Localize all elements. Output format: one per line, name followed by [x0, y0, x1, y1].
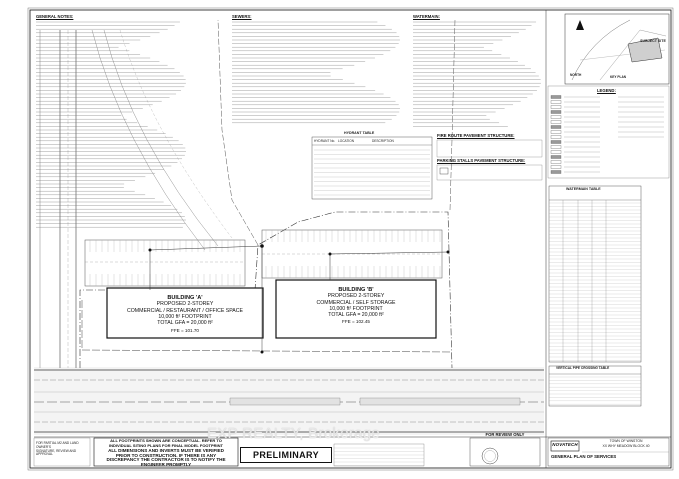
legend-symbol: [550, 135, 562, 139]
sewers-heading: SEWERS:: [232, 14, 252, 19]
legend-symbol: [550, 120, 562, 124]
exp-realty-watermark: EXP REALTY, Brokerage: [207, 425, 381, 442]
title-block-project: XX WHY MEADOW BLOCK 40: [602, 444, 650, 448]
legend-symbol: [550, 100, 562, 104]
disclaimer-line-5: DISCREPANCY THE CONTRACTOR IS TO NOTIFY …: [106, 457, 226, 462]
revision-rows: [334, 447, 424, 466]
legend-symbol: [550, 110, 562, 114]
signature-note: FOR PARTIAL M2 AND LAND OWNER'S SIGNATUR…: [36, 441, 90, 457]
legend-symbol: [550, 115, 562, 119]
subject-site-label: SUBJECT SITE: [640, 39, 666, 43]
legend-heading: LEGEND:: [597, 88, 616, 93]
novatech-logo: NOVATECH: [552, 442, 578, 447]
legend-symbol: [550, 130, 562, 134]
legend-rows: [550, 95, 664, 174]
building-b: BUILDING 'B' PROPOSED 2-STOREY COMMERCIA…: [276, 287, 436, 318]
signature-note-line-1: FOR PARTIAL M2 AND LAND OWNER'S: [36, 441, 79, 449]
building-b-line-2: COMMERCIAL / SELF STORAGE: [316, 299, 396, 306]
watermain-table-title: WATERMAIN TABLE: [566, 187, 601, 191]
building-a-line-1: PROPOSED 2-STOREY: [156, 301, 214, 308]
hydrant-col-number: HYDRANT No.: [314, 139, 336, 143]
legend-symbol: [550, 140, 562, 144]
pipe-crossing-table-title: VERTICAL PIPE CROSSING TABLE: [556, 366, 610, 370]
disclaimer-line-4: PRIOR TO CONSTRUCTION. IF THERE IS ANY: [115, 452, 217, 458]
watermain-table-rows: [549, 202, 641, 361]
building-a-name: BUILDING 'A': [167, 295, 203, 301]
key-plan-label: KEY PLAN: [610, 75, 627, 79]
disclaimer-line-6: ENGINEER PROMPTLY: [140, 461, 192, 467]
building-a-line-4: TOTAL GFA = 20,000 ft²: [157, 320, 213, 327]
building-b-ffe: FFE = 102.45: [342, 319, 370, 324]
drawing-title: GENERAL PLAN OF SERVICES: [551, 454, 617, 459]
parking-stalls-pavement-heading: PARKING STALLS PAVEMENT STRUCTURE:: [437, 158, 526, 163]
legend-symbol: [550, 145, 562, 149]
building-a-line-2: COMMERCIAL / RESTAURANT / OFFICE SPACE: [127, 307, 243, 314]
pipe-crossing-rows: [549, 376, 641, 405]
legend-symbol: [550, 160, 562, 164]
legend-symbol: [550, 170, 562, 174]
conceptual-footprint-notice: ALL FOOTPRINTS SHOWN ARE CONCEPTUAL. REF…: [95, 438, 237, 467]
title-block-client: TOWN OF WINSTON: [609, 439, 643, 443]
hydrant-table-title: HYDRANT TABLE: [344, 131, 375, 135]
north-label: NORTH: [570, 73, 582, 77]
building-a-line-3: 10,000 ft² FOOTPRINT: [158, 313, 212, 320]
signature-note-line-2: SIGNATURE, REVIEW AND APPROVAL: [36, 448, 77, 457]
hydrant-col-location: LOCATION: [338, 139, 355, 143]
for-review-label: FOR REVIEW ONLY: [485, 432, 525, 437]
preliminary-stamp: PRELIMINARY: [240, 447, 332, 463]
building-b-line-3: 10,000 ft² FOOTPRINT: [329, 305, 383, 312]
legend-symbol: [550, 125, 562, 129]
parking-stall-lines: [89, 230, 441, 286]
note-text-lines: [36, 21, 541, 228]
hydrant-col-description: DESCRIPTION: [372, 139, 394, 143]
disclaimer-line-1: ALL FOOTPRINTS SHOWN ARE CONCEPTUAL. REF…: [110, 438, 222, 443]
building-b-line-1: PROPOSED 2-STOREY: [327, 293, 385, 300]
disclaimer-line-3: ALL DIMENSIONS AND INVERTS MUST BE VERIF…: [108, 448, 224, 453]
legend-symbol: [550, 105, 562, 109]
building-b-line-4: TOTAL GFA = 20,000 ft²: [328, 312, 384, 319]
watermain-heading: WATERMAIN:: [413, 14, 440, 19]
disclaimer-line-2: INDIVIDUAL SITING PLANS FOR FINAL MODEL …: [108, 442, 223, 448]
general-notes-heading: GENERAL NOTES:: [36, 14, 74, 19]
building-a: BUILDING 'A' PROPOSED 2-STOREY COMMERCIA…: [107, 295, 263, 326]
watermain-table-columns: [562, 200, 607, 362]
legend-symbol: [550, 155, 562, 159]
legend-symbol: [550, 150, 562, 154]
building-a-ffe: FFE = 101.70: [171, 328, 199, 333]
fire-route-pavement-heading: FIRE ROUTE PAVEMENT STRUCTURE:: [437, 133, 515, 138]
hydrant-table-rows: [314, 149, 430, 196]
legend-symbol: [550, 165, 562, 169]
building-b-name: BUILDING 'B': [338, 287, 374, 293]
legend-symbol: [550, 95, 562, 99]
